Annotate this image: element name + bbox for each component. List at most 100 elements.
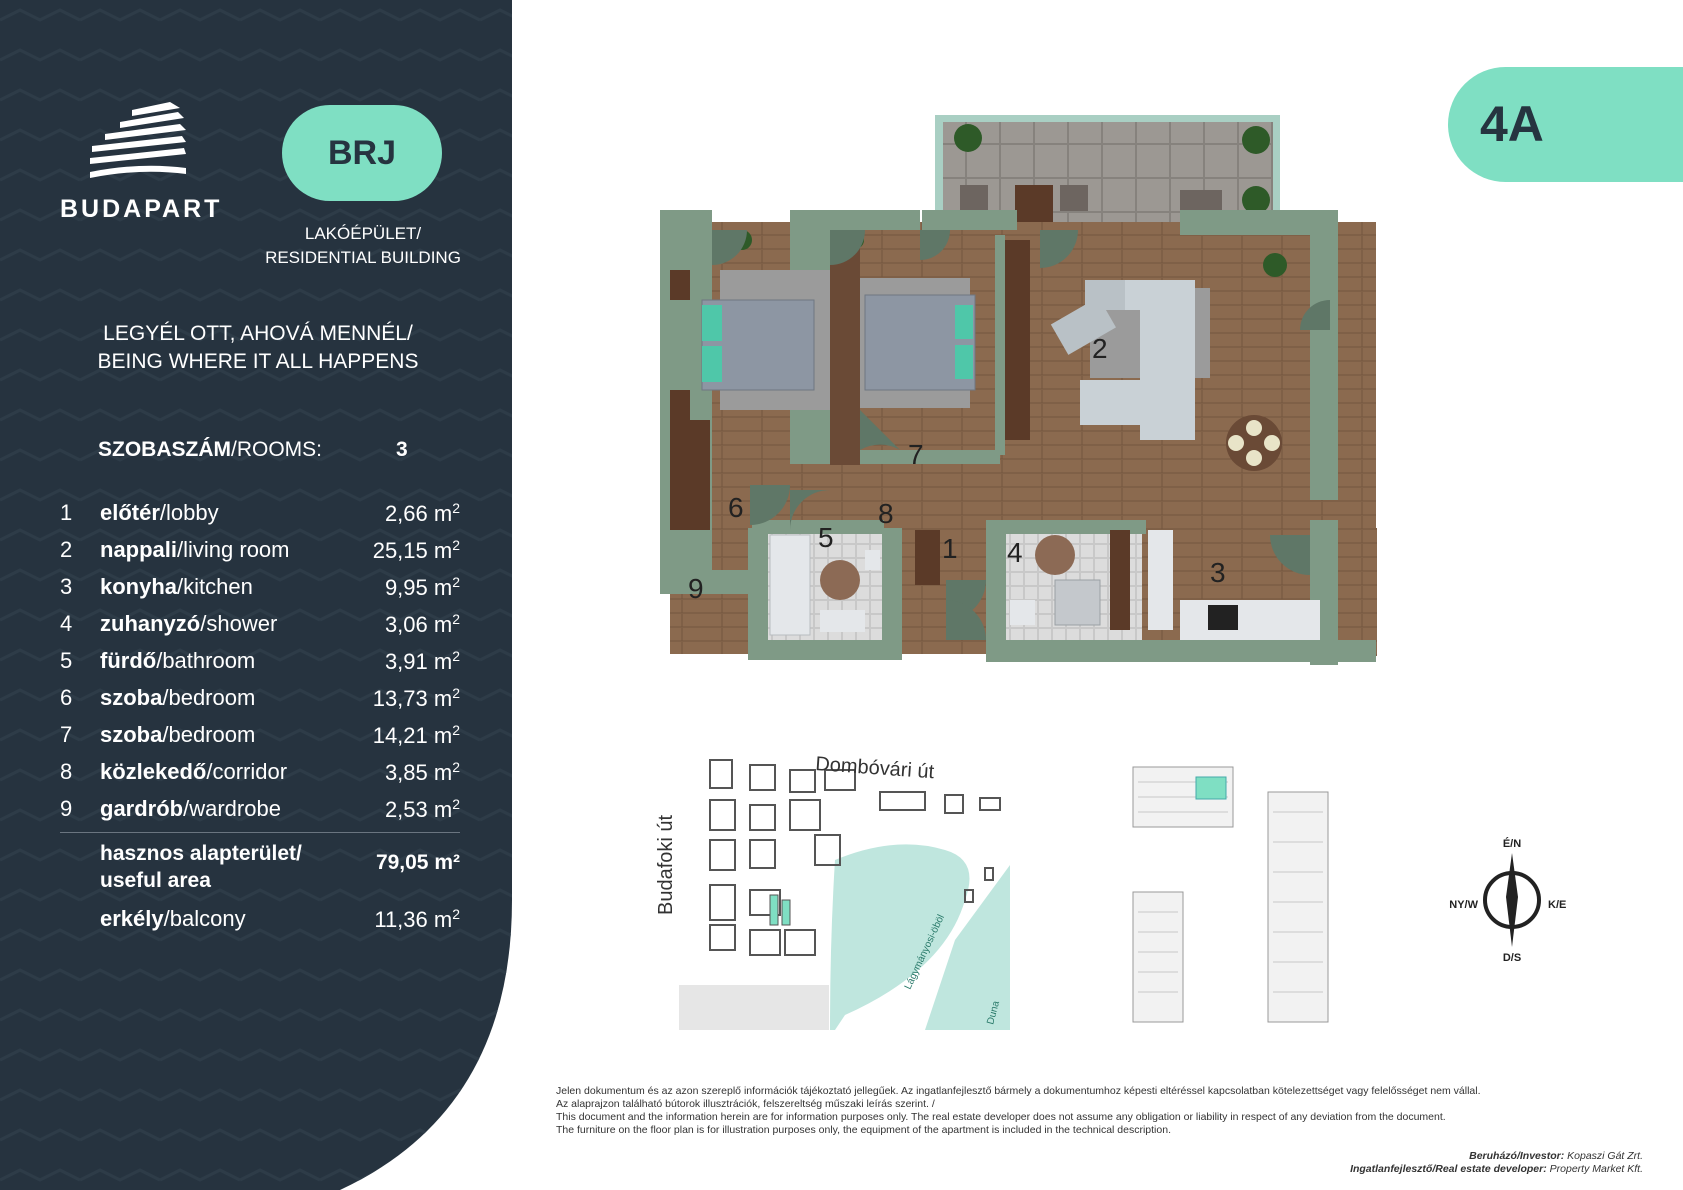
tagline-hu: LEGYÉL OTT, AHOVÁ MENNÉL/	[103, 322, 413, 345]
room-number-6: 6	[728, 492, 744, 523]
balcony-area: 11,36 m2	[374, 906, 460, 932]
room-row: 9 gardrób/wardrobe 2,53 m2	[60, 796, 460, 826]
room-number: 8	[60, 759, 73, 784]
divider	[60, 832, 460, 833]
compass-needle	[1506, 853, 1518, 947]
apartment-badge: 4A	[1448, 67, 1683, 182]
disclaimer-line-3: This document and the information herein…	[556, 1111, 1446, 1123]
bedroom-7-furniture	[830, 231, 1030, 465]
map-blocks	[709, 759, 1001, 956]
room-name: szoba/bedroom	[100, 722, 256, 747]
rooms-count: 3	[396, 438, 408, 461]
room-row: 6 szoba/bedroom 13,73 m2	[60, 685, 460, 715]
compass-east: K/E	[1548, 899, 1566, 911]
building-type-hu: LAKÓÉPÜLET/	[304, 224, 422, 243]
apartment-location-marker	[1195, 776, 1227, 800]
room-name: konyha/kitchen	[100, 574, 253, 599]
park-area	[679, 985, 829, 1030]
compass-south: D/S	[1503, 952, 1521, 964]
useful-label-en: useful area	[100, 869, 211, 892]
tagline: LEGYÉL OTT, AHOVÁ MENNÉL/ BEING WHERE IT…	[60, 320, 456, 376]
apartment-id: 4A	[1480, 96, 1544, 152]
balcony-name-en: /balcony	[163, 906, 246, 931]
river-water	[925, 865, 1010, 1030]
room-name: szoba/bedroom	[100, 685, 256, 710]
room-number-5: 5	[818, 522, 834, 553]
project-building-marker	[769, 894, 779, 926]
room-name: zuhanyzó/shower	[100, 611, 278, 636]
useful-area-label: hasznos alapterület/ useful area	[100, 840, 302, 894]
building-type-en: RESIDENTIAL BUILDING	[265, 248, 461, 267]
room-area: 9,95 m2	[384, 574, 460, 600]
bathroom-fixtures	[769, 530, 1320, 640]
room-name: előtér/lobby	[100, 500, 219, 525]
info-panel: BUDAPART BRJ LAKÓÉPÜLET/ RESIDENTIAL BUI…	[0, 0, 512, 1190]
room-name: fürdő/bathroom	[100, 648, 256, 673]
room-name: közlekedő/corridor	[100, 759, 288, 784]
compass-north: É/N	[1503, 837, 1521, 850]
door-swings	[712, 230, 1330, 640]
room-area: 3,91 m2	[384, 648, 460, 674]
street-budafoki: Budafoki út	[655, 814, 677, 915]
room-number: 7	[60, 722, 73, 747]
compass: É/N D/S NY/W K/E	[1449, 837, 1566, 964]
site-map: Dombóvári út Budafoki út Lágymányosi-öbö…	[655, 750, 1010, 1030]
useful-label-hu: hasznos alapterület/	[100, 842, 302, 865]
room-row: 7 szoba/bedroom 14,21 m2	[60, 722, 460, 752]
panel-background	[0, 0, 512, 1190]
building-code-badge: BRJ	[282, 105, 442, 201]
room-row: 2 nappali/living room 25,15 m2	[60, 537, 460, 567]
useful-area-value: 79,05 m²	[375, 851, 460, 874]
credits: Beruházó/Investor: Kopaszi Gát Zrt. Inga…	[1350, 1150, 1643, 1176]
room-number-7: 7	[908, 439, 924, 470]
balcony-name-hu: erkély	[100, 906, 164, 931]
investor-credit: Beruházó/Investor: Kopaszi Gát Zrt.	[1469, 1150, 1643, 1162]
rooms-label-en: /ROOMS:	[231, 438, 323, 461]
tagline-en: BEING WHERE IT ALL HAPPENS	[97, 350, 419, 373]
room-numbers: 1 2 3 4 5 6 7 8 9	[688, 333, 1226, 604]
room-area: 14,21 m2	[372, 722, 460, 748]
room-number-2: 2	[1092, 333, 1108, 364]
room-number: 2	[60, 537, 73, 562]
bedroom-6-furniture	[670, 230, 845, 530]
disclaimer-line-4: The furniture on the floor plan is for i…	[556, 1124, 1171, 1136]
building-type: LAKÓÉPÜLET/ RESIDENTIAL BUILDING	[248, 222, 478, 270]
room-area: 2,53 m2	[384, 796, 460, 822]
floor-plan: 1 2 3 4 5 6 7 8 9	[660, 115, 1377, 665]
budapart-logo	[90, 102, 186, 178]
room-row: 3 konyha/kitchen 9,95 m2	[60, 574, 460, 604]
room-number: 6	[60, 685, 73, 710]
room-number-4: 4	[1007, 537, 1023, 568]
disclaimer: Jelen dokumentum és az azon szereplő inf…	[556, 1085, 1556, 1137]
balcony-row: erkély/balcony 11,36 m2	[60, 906, 460, 936]
room-number: 9	[60, 796, 73, 821]
disclaimer-line-2: Az alaprajzon található bútorok illusztr…	[556, 1098, 935, 1110]
room-number-8: 8	[878, 498, 894, 529]
room-area: 13,73 m2	[372, 685, 460, 711]
room-number-3: 3	[1210, 557, 1226, 588]
room-area: 25,15 m2	[372, 537, 460, 563]
bay-water	[830, 844, 970, 1030]
brand-name: BUDAPART	[60, 195, 223, 223]
room-name: nappali/living room	[100, 537, 290, 562]
room-number: 5	[60, 648, 73, 673]
developer-credit: Ingatlanfejlesztő/Real estate developer:…	[1350, 1163, 1643, 1175]
rooms-label: SZOBASZÁM/ROOMS:	[98, 438, 322, 462]
disclaimer-line-1: Jelen dokumentum és az azon szereplő inf…	[556, 1085, 1481, 1097]
room-name: gardrób/wardrobe	[100, 796, 281, 821]
room-number-9: 9	[688, 573, 704, 604]
room-area: 2,66 m2	[384, 500, 460, 526]
room-number: 3	[60, 574, 73, 599]
room-number: 1	[60, 500, 73, 525]
room-number: 4	[60, 611, 73, 636]
room-number-1: 1	[942, 533, 958, 564]
room-row: 1 előtér/lobby 2,66 m2	[60, 500, 460, 530]
building-layout-map	[1132, 766, 1329, 1023]
compass-west: NY/W	[1449, 899, 1478, 911]
living-room-furniture	[1050, 253, 1287, 471]
room-row: 5 fürdő/bathroom 3,91 m2	[60, 648, 460, 678]
room-row: 4 zuhanyzó/shower 3,06 m2	[60, 611, 460, 641]
room-area: 3,06 m2	[384, 611, 460, 637]
rooms-label-hu: SZOBASZÁM	[98, 438, 231, 461]
